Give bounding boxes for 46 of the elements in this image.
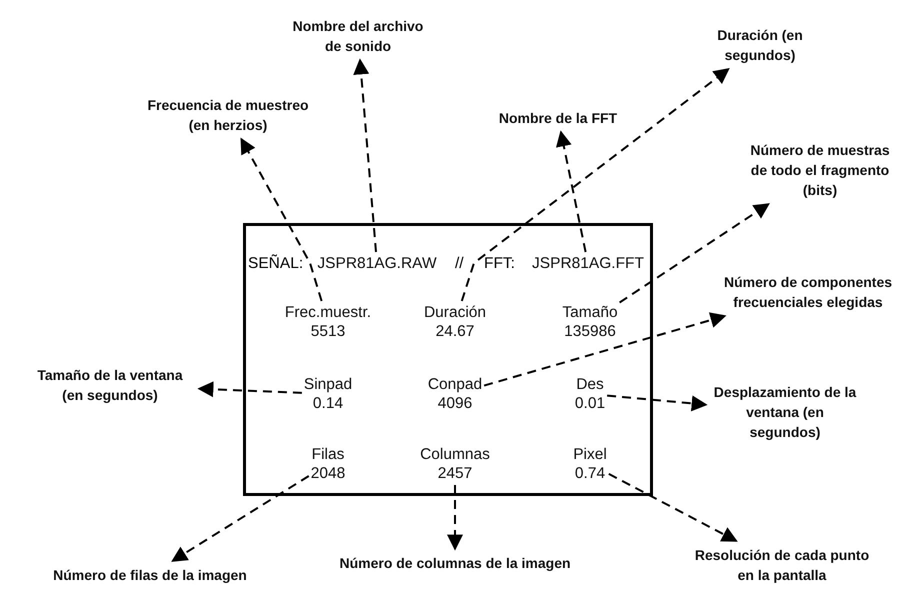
field-value: 5513 bbox=[310, 322, 346, 341]
field-name: Tamaño bbox=[562, 303, 618, 322]
leader-arrow bbox=[556, 130, 587, 252]
callout-text: Número de filas de la imagen bbox=[15, 565, 285, 585]
field-value: 135986 bbox=[563, 322, 617, 341]
callout-text: Frecuencia de muestreo (en herzios) bbox=[140, 95, 316, 135]
file-name: JSPR81AG.FFT bbox=[532, 254, 644, 273]
screen-panel bbox=[243, 223, 653, 496]
field-name: Duración bbox=[424, 303, 486, 322]
field-value: 2048 bbox=[310, 464, 346, 483]
callout-text: Desplazamiento de la ventana (en segundos) bbox=[710, 382, 860, 442]
field-name: Sinpad bbox=[304, 375, 352, 394]
field-name: Columnas bbox=[420, 445, 490, 464]
header-text: FFT: bbox=[484, 254, 515, 273]
leader-arrow bbox=[607, 394, 708, 412]
field-name: Filas bbox=[310, 445, 346, 464]
leader-arrow bbox=[447, 485, 463, 551]
leader-arrow bbox=[353, 58, 377, 252]
callout-text: Resolución de cada punto en la pantalla bbox=[690, 545, 874, 585]
leader-arrow bbox=[619, 203, 770, 304]
field-value: 4096 bbox=[436, 394, 474, 413]
leader-arrow bbox=[240, 138, 323, 302]
field-value: 0.74 bbox=[574, 464, 606, 483]
field-value: 2457 bbox=[436, 464, 474, 483]
field-value: 0.01 bbox=[574, 394, 606, 413]
leader-arrow bbox=[484, 312, 726, 387]
callout-text: Tamaño de la ventana (en segundos) bbox=[25, 365, 195, 405]
leader-arrow bbox=[197, 381, 302, 398]
header-text: // bbox=[455, 254, 464, 273]
field-name: Pixel bbox=[573, 445, 607, 464]
callout-text: Duración (en segundos) bbox=[710, 25, 810, 65]
header-text: SEÑAL: bbox=[248, 254, 304, 273]
field-name: Des bbox=[575, 375, 605, 394]
file-name: JSPR81AG.RAW bbox=[317, 254, 437, 273]
callout-text: Nombre de la FFT bbox=[473, 108, 643, 128]
callout-text: Nombre del archivo de sonido bbox=[283, 16, 433, 56]
field-name: Frec.muestr. bbox=[284, 303, 372, 322]
callout-text: Número de componentes frecuenciales elegidas bbox=[708, 272, 908, 312]
callout-text: Número de columnas de la imagen bbox=[320, 553, 590, 573]
leader-arrow bbox=[171, 475, 310, 562]
field-name: Conpad bbox=[428, 375, 482, 394]
field-value: 24.67 bbox=[434, 322, 476, 341]
field-value: 0.14 bbox=[312, 394, 344, 413]
leader-arrow bbox=[460, 68, 730, 302]
leader-arrow bbox=[608, 473, 738, 542]
callout-text: Número de muestras de todo el fragmento (bits) bbox=[745, 140, 895, 200]
